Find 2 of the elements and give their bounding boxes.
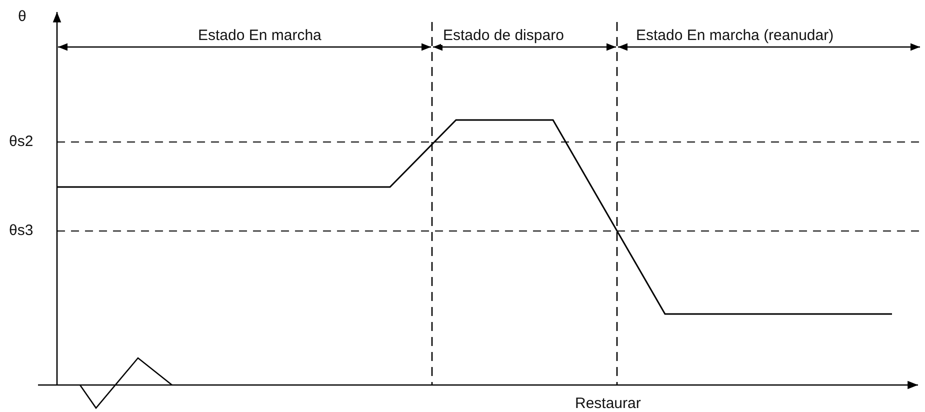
state-label: Estado En marcha (reanudar)	[634, 27, 836, 45]
state-label: Estado de disparo	[441, 27, 566, 45]
